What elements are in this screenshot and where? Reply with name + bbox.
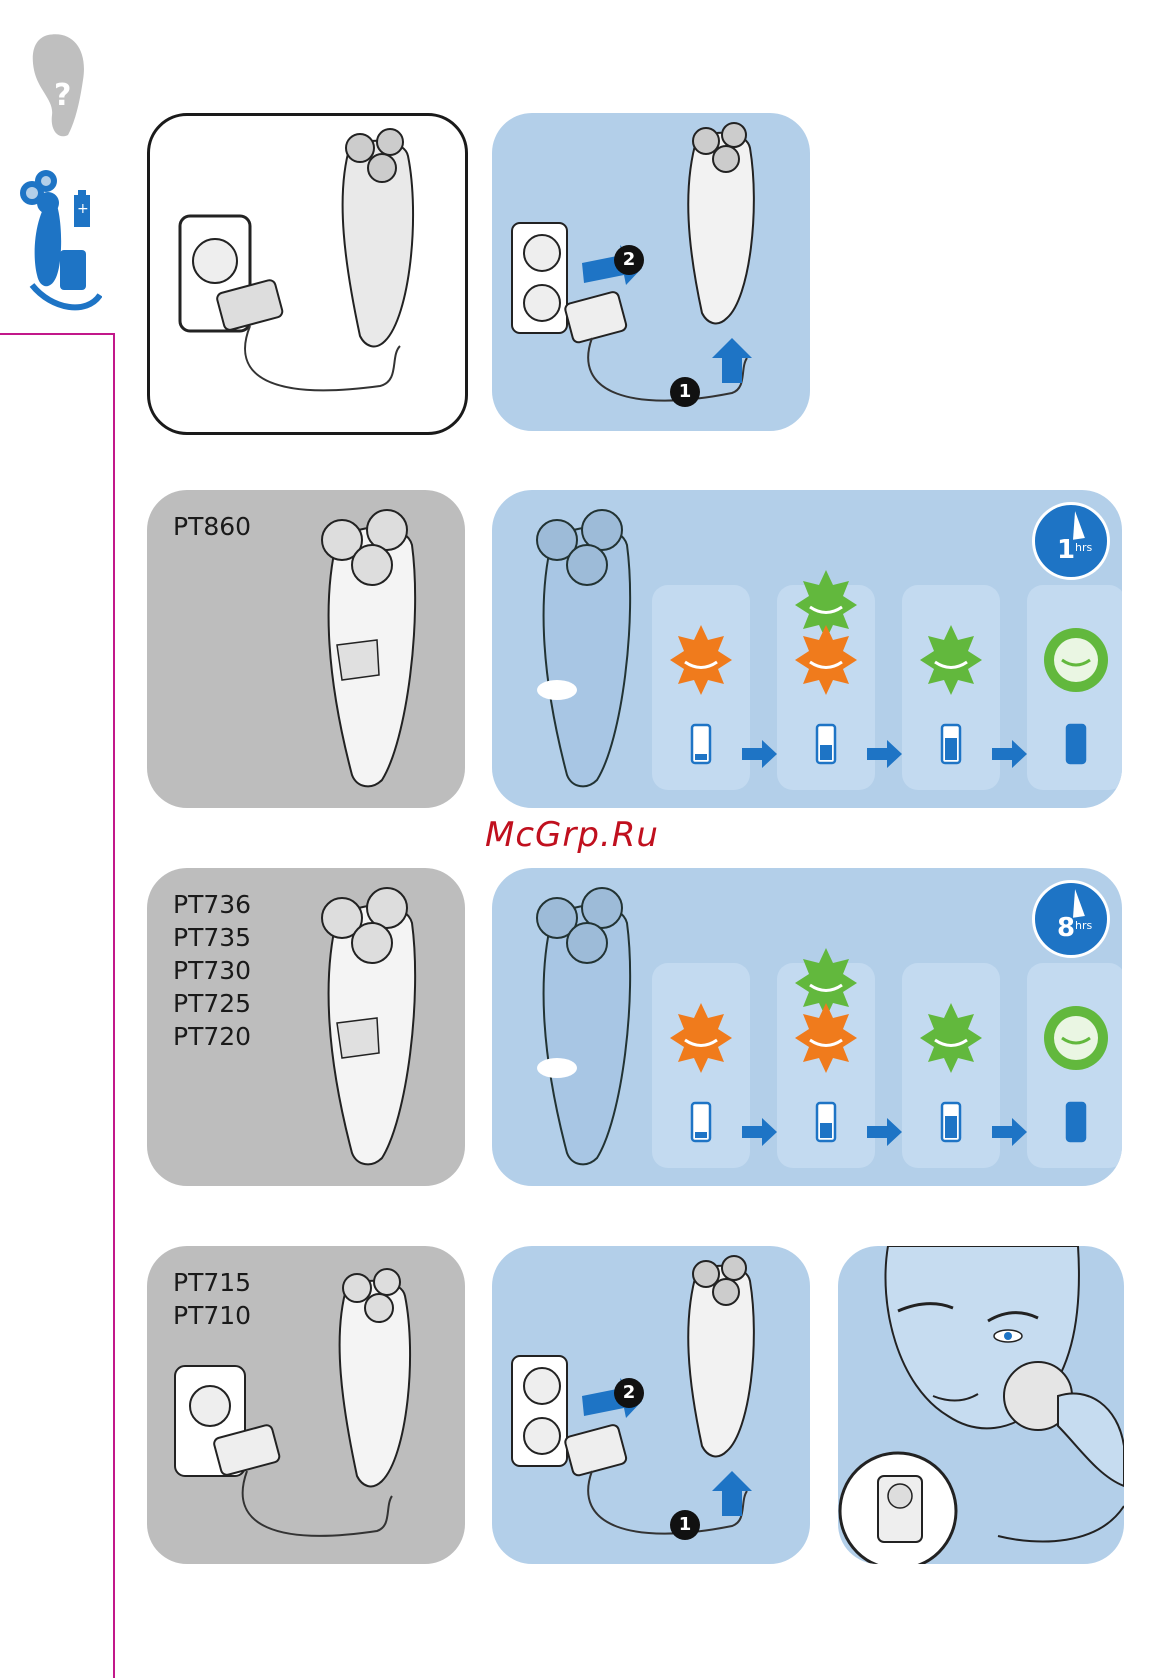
sidebar-border [113,333,115,1678]
step-badge-2: 2 [614,245,644,275]
model-name: PT860 [173,510,251,543]
panel-pt7xx-models: PT736 PT735 PT730 PT725 PT720 [147,868,465,1186]
model-list: PT736 PT735 PT730 PT725 PT720 [173,888,251,1053]
battery-full-indicator [1044,628,1108,763]
model-name: PT730 [173,954,251,987]
charge-sequence [492,490,1122,808]
panel-shaving-while-charging [838,1246,1124,1564]
sidebar-separator [0,333,115,335]
watermark: McGrp.Ru [485,815,659,855]
help-question-icon: ? [28,30,88,140]
battery-charging-indicator [795,948,857,1141]
panel-pt7xx-charging: 8 hrs [492,868,1122,1186]
model-list: PT860 [173,510,251,543]
svg-text:?: ? [54,78,71,113]
step-badge-2: 2 [614,1378,644,1408]
svg-text:+: + [77,201,89,217]
panel-plug-in-steps: 2 1 [492,113,810,431]
model-name: PT725 [173,987,251,1020]
panel-pt860-charging: 1 hrs [492,490,1122,808]
charge-sequence [492,868,1122,1186]
battery-full-indicator [1044,1006,1108,1141]
battery-almost-full-indicator [920,1003,982,1141]
step-badge-1: 1 [670,1510,700,1540]
panel-plug-in-illustration [147,113,468,435]
model-name: PT736 [173,888,251,921]
model-name: PT720 [173,1020,251,1053]
battery-charging-indicator [795,570,857,763]
panel-pt71x-plug-in-steps: 2 1 [492,1246,810,1564]
battery-empty-indicator [670,625,732,763]
panel-pt71x-models: PT715 PT710 [147,1246,465,1564]
battery-almost-full-indicator [920,625,982,763]
battery-empty-indicator [670,1003,732,1141]
shaver-charging-icon: + [12,165,102,325]
step-badge-1: 1 [670,377,700,407]
model-name: PT735 [173,921,251,954]
panel-pt860-model: PT860 [147,490,465,808]
